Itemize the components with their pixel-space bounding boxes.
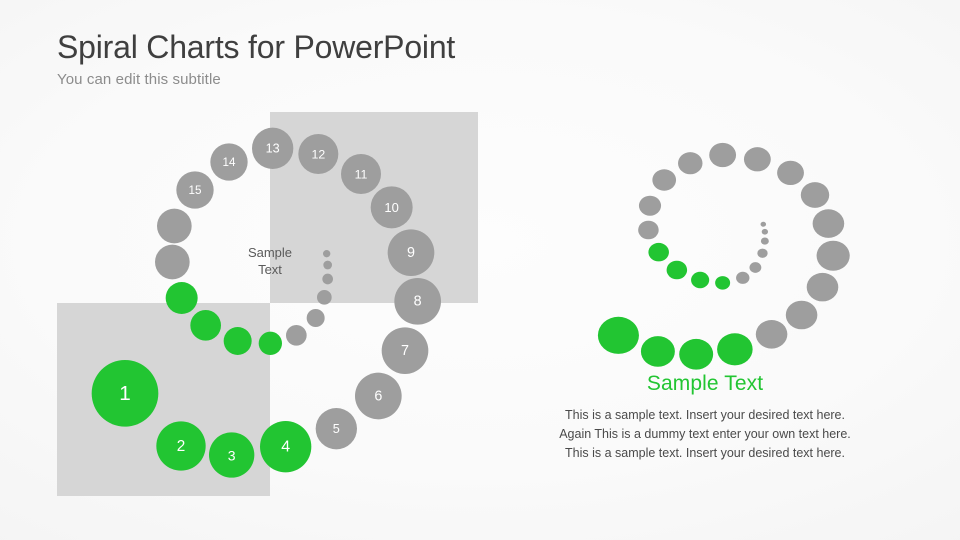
spiral-node <box>666 260 688 280</box>
spiral-node <box>638 220 659 240</box>
right-panel-body: This is a sample text. Insert your desir… <box>559 408 851 460</box>
spiral-node <box>691 271 710 289</box>
spiral-node <box>648 242 669 262</box>
spiral-node <box>156 421 206 471</box>
spiral-node <box>286 325 307 346</box>
spiral-node <box>155 244 190 280</box>
spiral-node <box>812 209 845 238</box>
spiral-node <box>715 276 731 290</box>
spiral-center-label: Sample Text <box>222 245 318 278</box>
spiral-node <box>322 273 333 285</box>
spiral-node <box>755 320 788 349</box>
spiral-node <box>157 208 192 244</box>
spiral-node <box>736 271 750 284</box>
spiral-node <box>743 147 771 172</box>
spiral-node <box>317 290 332 305</box>
page-title: Spiral Charts for PowerPoint <box>57 29 456 65</box>
page-subtitle: You can edit this subtitle <box>57 70 221 88</box>
title-block: Spiral Charts for PowerPoint You can edi… <box>57 29 456 88</box>
spiral-node <box>176 171 214 209</box>
spiral-node <box>640 336 675 367</box>
main-spiral-inner-nodes <box>155 208 333 355</box>
spiral-node <box>210 143 248 181</box>
spiral-node <box>597 316 639 354</box>
secondary-spiral-svg <box>597 142 850 370</box>
spiral-node <box>757 248 768 258</box>
spiral-node <box>298 134 339 174</box>
spiral-node <box>717 333 753 366</box>
spiral-node <box>91 360 159 427</box>
right-text-block: Sample Text This is a sample text. Inser… <box>555 372 855 463</box>
spiral-node <box>252 127 294 169</box>
spiral-node <box>315 408 357 450</box>
spiral-node <box>387 229 435 276</box>
spiral-node <box>258 331 282 355</box>
spiral-node <box>679 338 714 370</box>
spiral-node <box>709 142 737 168</box>
spiral-node <box>223 327 252 355</box>
secondary-spiral-nodes <box>597 142 850 370</box>
spiral-node <box>260 421 312 473</box>
spiral-node <box>800 182 830 208</box>
spiral-node <box>355 372 402 420</box>
spiral-node <box>190 310 221 341</box>
spiral-node <box>323 260 332 270</box>
center-label-line-2: Text <box>258 261 282 277</box>
spiral-node <box>370 186 413 229</box>
spiral-node <box>806 272 839 302</box>
spiral-node <box>306 309 325 327</box>
spiral-node <box>760 237 769 245</box>
spiral-node <box>165 282 198 314</box>
spiral-node <box>816 240 850 271</box>
secondary-spiral-chart <box>560 130 860 380</box>
spiral-node <box>652 169 677 191</box>
spiral-node <box>394 278 441 325</box>
spiral-node <box>761 228 769 235</box>
spiral-node <box>777 160 804 185</box>
center-label-line-1: Sample <box>247 245 293 260</box>
spiral-node <box>209 432 255 478</box>
spiral-node <box>678 152 703 175</box>
spiral-node <box>341 154 381 194</box>
spiral-node <box>785 300 818 330</box>
right-panel-heading: Sample Text <box>646 372 764 395</box>
spiral-node <box>323 250 331 258</box>
spiral-node <box>749 262 762 273</box>
spiral-node <box>381 327 429 374</box>
spiral-node <box>760 221 767 227</box>
spiral-node <box>638 195 662 216</box>
